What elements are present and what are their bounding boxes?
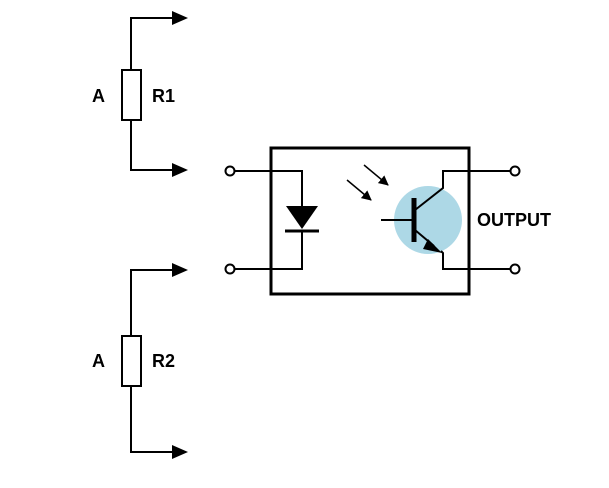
output-pin-2 [509,263,521,275]
collector-wire [414,170,511,211]
r1-value-label: A [92,86,105,106]
r1-branch: A R1 [92,11,188,177]
light-arrow-icon-1 [346,179,372,201]
transistor-glow [394,186,462,254]
r2-value-label: A [92,351,105,371]
output-pin-1 [509,165,521,177]
phototransistor [381,165,521,275]
input-pin-2 [224,263,236,275]
emitter-arrow-icon [423,239,442,253]
r1-bottom-wire [130,120,172,171]
r1-top-arrow-icon [172,11,188,25]
light-arrow-icon-2 [363,164,389,186]
output-label: OUTPUT [477,210,551,230]
r1-top-wire [130,17,172,70]
led-cathode-wire [234,231,303,270]
led-section [224,165,319,275]
led-diode-icon [286,206,318,229]
r2-bottom-arrow-icon [172,445,188,459]
r2-bottom-wire [130,386,172,453]
emitter-wire [440,250,511,270]
r2-top-wire [130,269,172,336]
led-anode-wire [234,170,303,206]
input-pin-1 [224,165,236,177]
r2-top-arrow-icon [172,263,188,277]
r1-name-label: R1 [152,86,175,106]
r1-bottom-arrow-icon [172,163,188,177]
light-arrows [346,164,389,201]
resistor-r1 [121,69,142,121]
r2-branch: A R2 [92,263,188,459]
r2-name-label: R2 [152,351,175,371]
resistor-r2 [121,335,142,387]
